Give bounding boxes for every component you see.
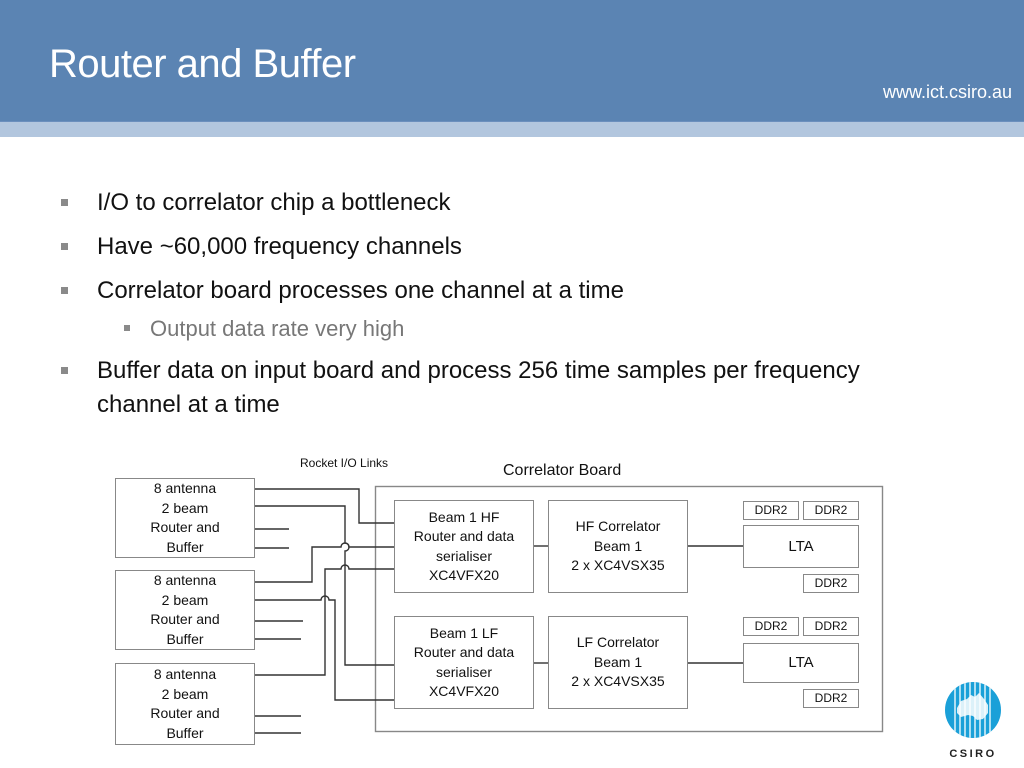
header-strip [0, 121, 1024, 137]
hf-router-serialiser-box: Beam 1 HF Router and data serialiser XC4… [394, 500, 534, 593]
square-bullet-icon [61, 199, 68, 206]
ddr2-chip: DDR2 [803, 689, 859, 708]
bullet-item: I/O to correlator chip a bottleneck [58, 186, 938, 220]
router-buffer-box-1: 8 antenna 2 beam Router and Buffer [115, 478, 255, 558]
ddr2-chip: DDR2 [803, 501, 859, 520]
router-buffer-box-2: 8 antenna 2 beam Router and Buffer [115, 570, 255, 650]
ddr2-chip: DDR2 [743, 501, 799, 520]
lf-router-serialiser-box: Beam 1 LF Router and data serialiser XC4… [394, 616, 534, 709]
svg-text:CSIRO: CSIRO [949, 748, 996, 760]
csiro-logo: CSIRO [944, 680, 1002, 760]
link-line [254, 564, 394, 676]
ddr2-chip: DDR2 [743, 617, 799, 636]
bullet-item: Buffer data on input board and process 2… [58, 354, 938, 422]
csiro-logo-icon: CSIRO [945, 682, 1001, 760]
router-buffer-box-3: 8 antenna 2 beam Router and Buffer [115, 663, 255, 745]
link-line [254, 505, 394, 666]
ddr2-chip: DDR2 [803, 617, 859, 636]
bullet-item: Correlator board processes one channel a… [58, 274, 938, 308]
sub-bullet-item: Output data rate very high [58, 312, 938, 346]
bullet-list: I/O to correlator chip a bottleneck Have… [58, 186, 938, 432]
link-line [254, 595, 394, 701]
square-bullet-icon [124, 325, 130, 331]
lta-box-lf: LTA [743, 643, 859, 683]
bullet-item: Have ~60,000 frequency channels [58, 230, 938, 264]
slide-header: Router and Buffer www.ict.csiro.au [0, 0, 1024, 121]
correlator-board-outline [374, 485, 884, 733]
ddr2-chip: DDR2 [803, 574, 859, 593]
hf-correlator-box: HF Correlator Beam 1 2 x XC4VSX35 [548, 500, 688, 593]
slide-title: Router and Buffer [49, 42, 356, 86]
link-line [254, 542, 394, 583]
square-bullet-icon [61, 243, 68, 250]
website-url: www.ict.csiro.au [882, 82, 1012, 102]
square-bullet-icon [61, 367, 68, 374]
rocket-io-links-label: Rocket I/O Links [300, 456, 389, 470]
square-bullet-icon [61, 287, 68, 294]
lf-correlator-box: LF Correlator Beam 1 2 x XC4VSX35 [548, 616, 688, 709]
link-line [254, 488, 394, 524]
correlator-board-label: Correlator Board [503, 462, 622, 479]
lta-box-hf: LTA [743, 525, 859, 568]
